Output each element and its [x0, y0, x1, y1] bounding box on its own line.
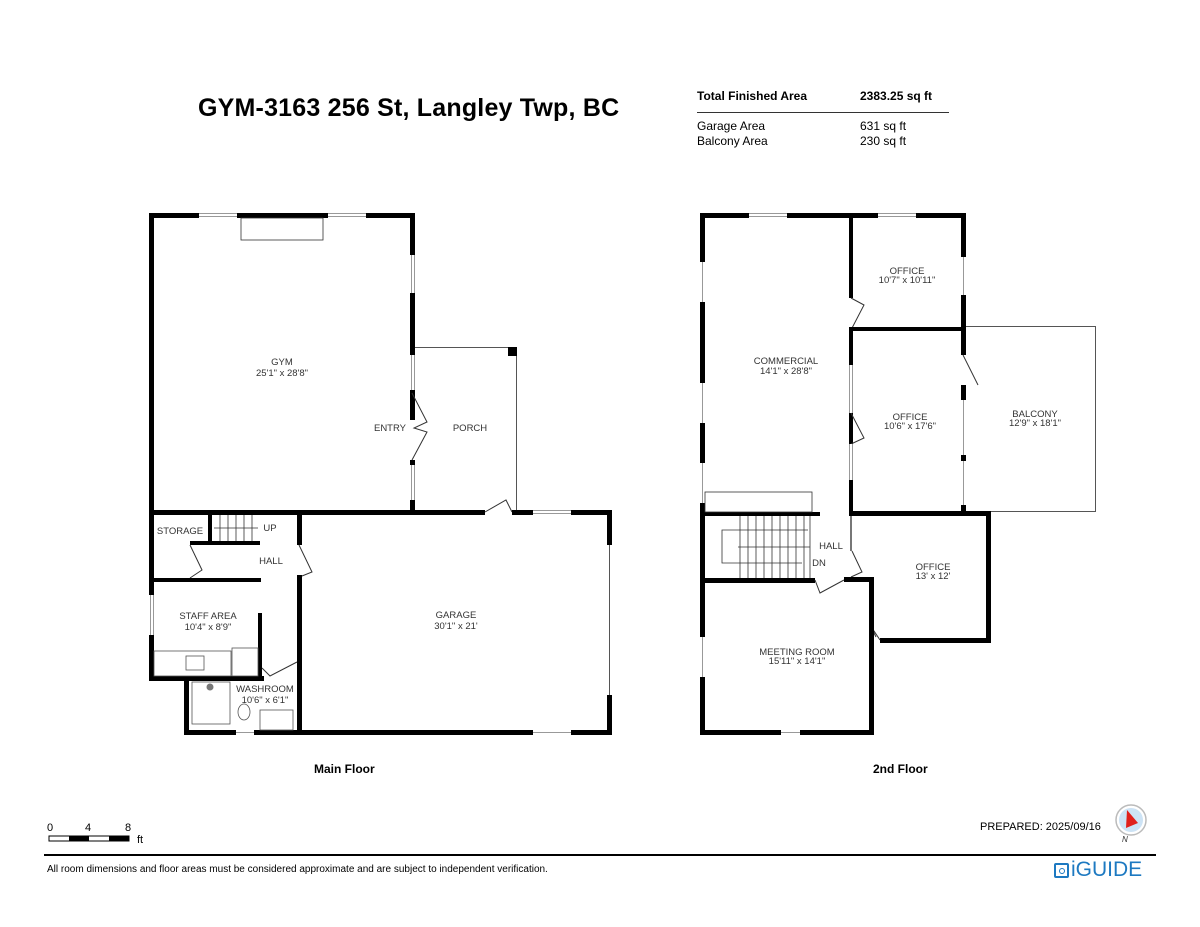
balcony-area-label: Balcony Area [697, 134, 768, 148]
room-hall-name: HALL [259, 556, 283, 567]
room-office-2-dims: 10'6" x 17'6" [884, 421, 936, 432]
room-gym-dims: 25'1" x 28'8" [256, 368, 308, 379]
total-area-label: Total Finished Area [697, 89, 808, 103]
room-staff-area-dims: 10'4" x 8'9" [185, 622, 232, 633]
room-labels: GYM 25'1" x 28'8" ENTRY PORCH STORAGE UP… [157, 266, 1061, 706]
room-meeting-name: MEETING ROOM [759, 647, 835, 658]
room-porch-name: PORCH [453, 423, 487, 434]
room-hall-2-name: HALL [819, 541, 843, 552]
scale-tick-4: 4 [85, 822, 92, 834]
room-meeting-dims: 15'11" x 14'1" [769, 656, 826, 667]
garage-area-value: 631 sq ft [860, 119, 907, 133]
room-balcony-name: BALCONY [1012, 409, 1058, 420]
balcony-area-value: 230 sq ft [860, 134, 907, 148]
footer-divider [44, 854, 1156, 856]
compass-north-label: N [1122, 835, 1128, 844]
room-staff-area-name: STAFF AREA [179, 611, 237, 622]
iguide-brand-text: iGUIDE [1071, 858, 1143, 881]
room-office-3-dims: 13' x 12' [916, 571, 951, 582]
scale-bar [48, 835, 130, 842]
room-commercial-name: COMMERCIAL [754, 356, 818, 367]
room-garage-dims: 30'1" x 21' [434, 621, 478, 632]
main-floor-label: Main Floor [314, 762, 375, 776]
scale-unit: ft [137, 834, 144, 846]
room-washroom-name: WASHROOM [236, 684, 294, 695]
page-title: GYM-3163 256 St, Langley Twp, BC [198, 94, 620, 122]
stairs-up-label: UP [263, 523, 276, 534]
compass-icon: N [1115, 804, 1147, 844]
garage-area-row: Garage Area 631 sq ft [697, 119, 949, 134]
room-gym-name: GYM [271, 357, 293, 368]
area-summary-table: Total Finished Area 2383.25 sq ft Garage… [697, 89, 949, 149]
total-area-row: Total Finished Area 2383.25 sq ft [697, 89, 949, 113]
prepared-date: PREPARED: 2025/09/16 [980, 821, 1101, 833]
room-office-2-name: OFFICE [893, 412, 928, 423]
disclaimer-text: All room dimensions and floor areas must… [47, 864, 548, 875]
room-storage-name: STORAGE [157, 526, 203, 537]
second-floor-label: 2nd Floor [873, 762, 928, 776]
room-commercial-dims: 14'1" x 28'8" [760, 366, 812, 377]
stairs-down-label: DN [812, 558, 826, 569]
room-office-1-name: OFFICE [890, 266, 925, 277]
room-office-1-dims: 10'7" x 10'11" [879, 275, 936, 286]
balcony-area-row: Balcony Area 230 sq ft [697, 134, 949, 149]
scale-tick-0: 0 [47, 822, 54, 834]
total-area-value: 2383.25 sq ft [860, 89, 933, 103]
room-office-3-name: OFFICE [916, 562, 951, 573]
iguide-logo: iGUIDE [1054, 858, 1142, 882]
room-garage-name: GARAGE [436, 610, 477, 621]
garage-area-label: Garage Area [697, 119, 766, 133]
main-floor-plan [149, 213, 612, 735]
iguide-logo-icon [1054, 862, 1069, 878]
room-washroom-dims: 10'6" x 6'1" [242, 695, 289, 706]
room-entry-name: ENTRY [374, 423, 407, 434]
room-balcony-dims: 12'9" x 18'1" [1009, 418, 1061, 429]
second-floor-plan [700, 213, 1096, 735]
scale-tick-8: 8 [125, 822, 132, 834]
